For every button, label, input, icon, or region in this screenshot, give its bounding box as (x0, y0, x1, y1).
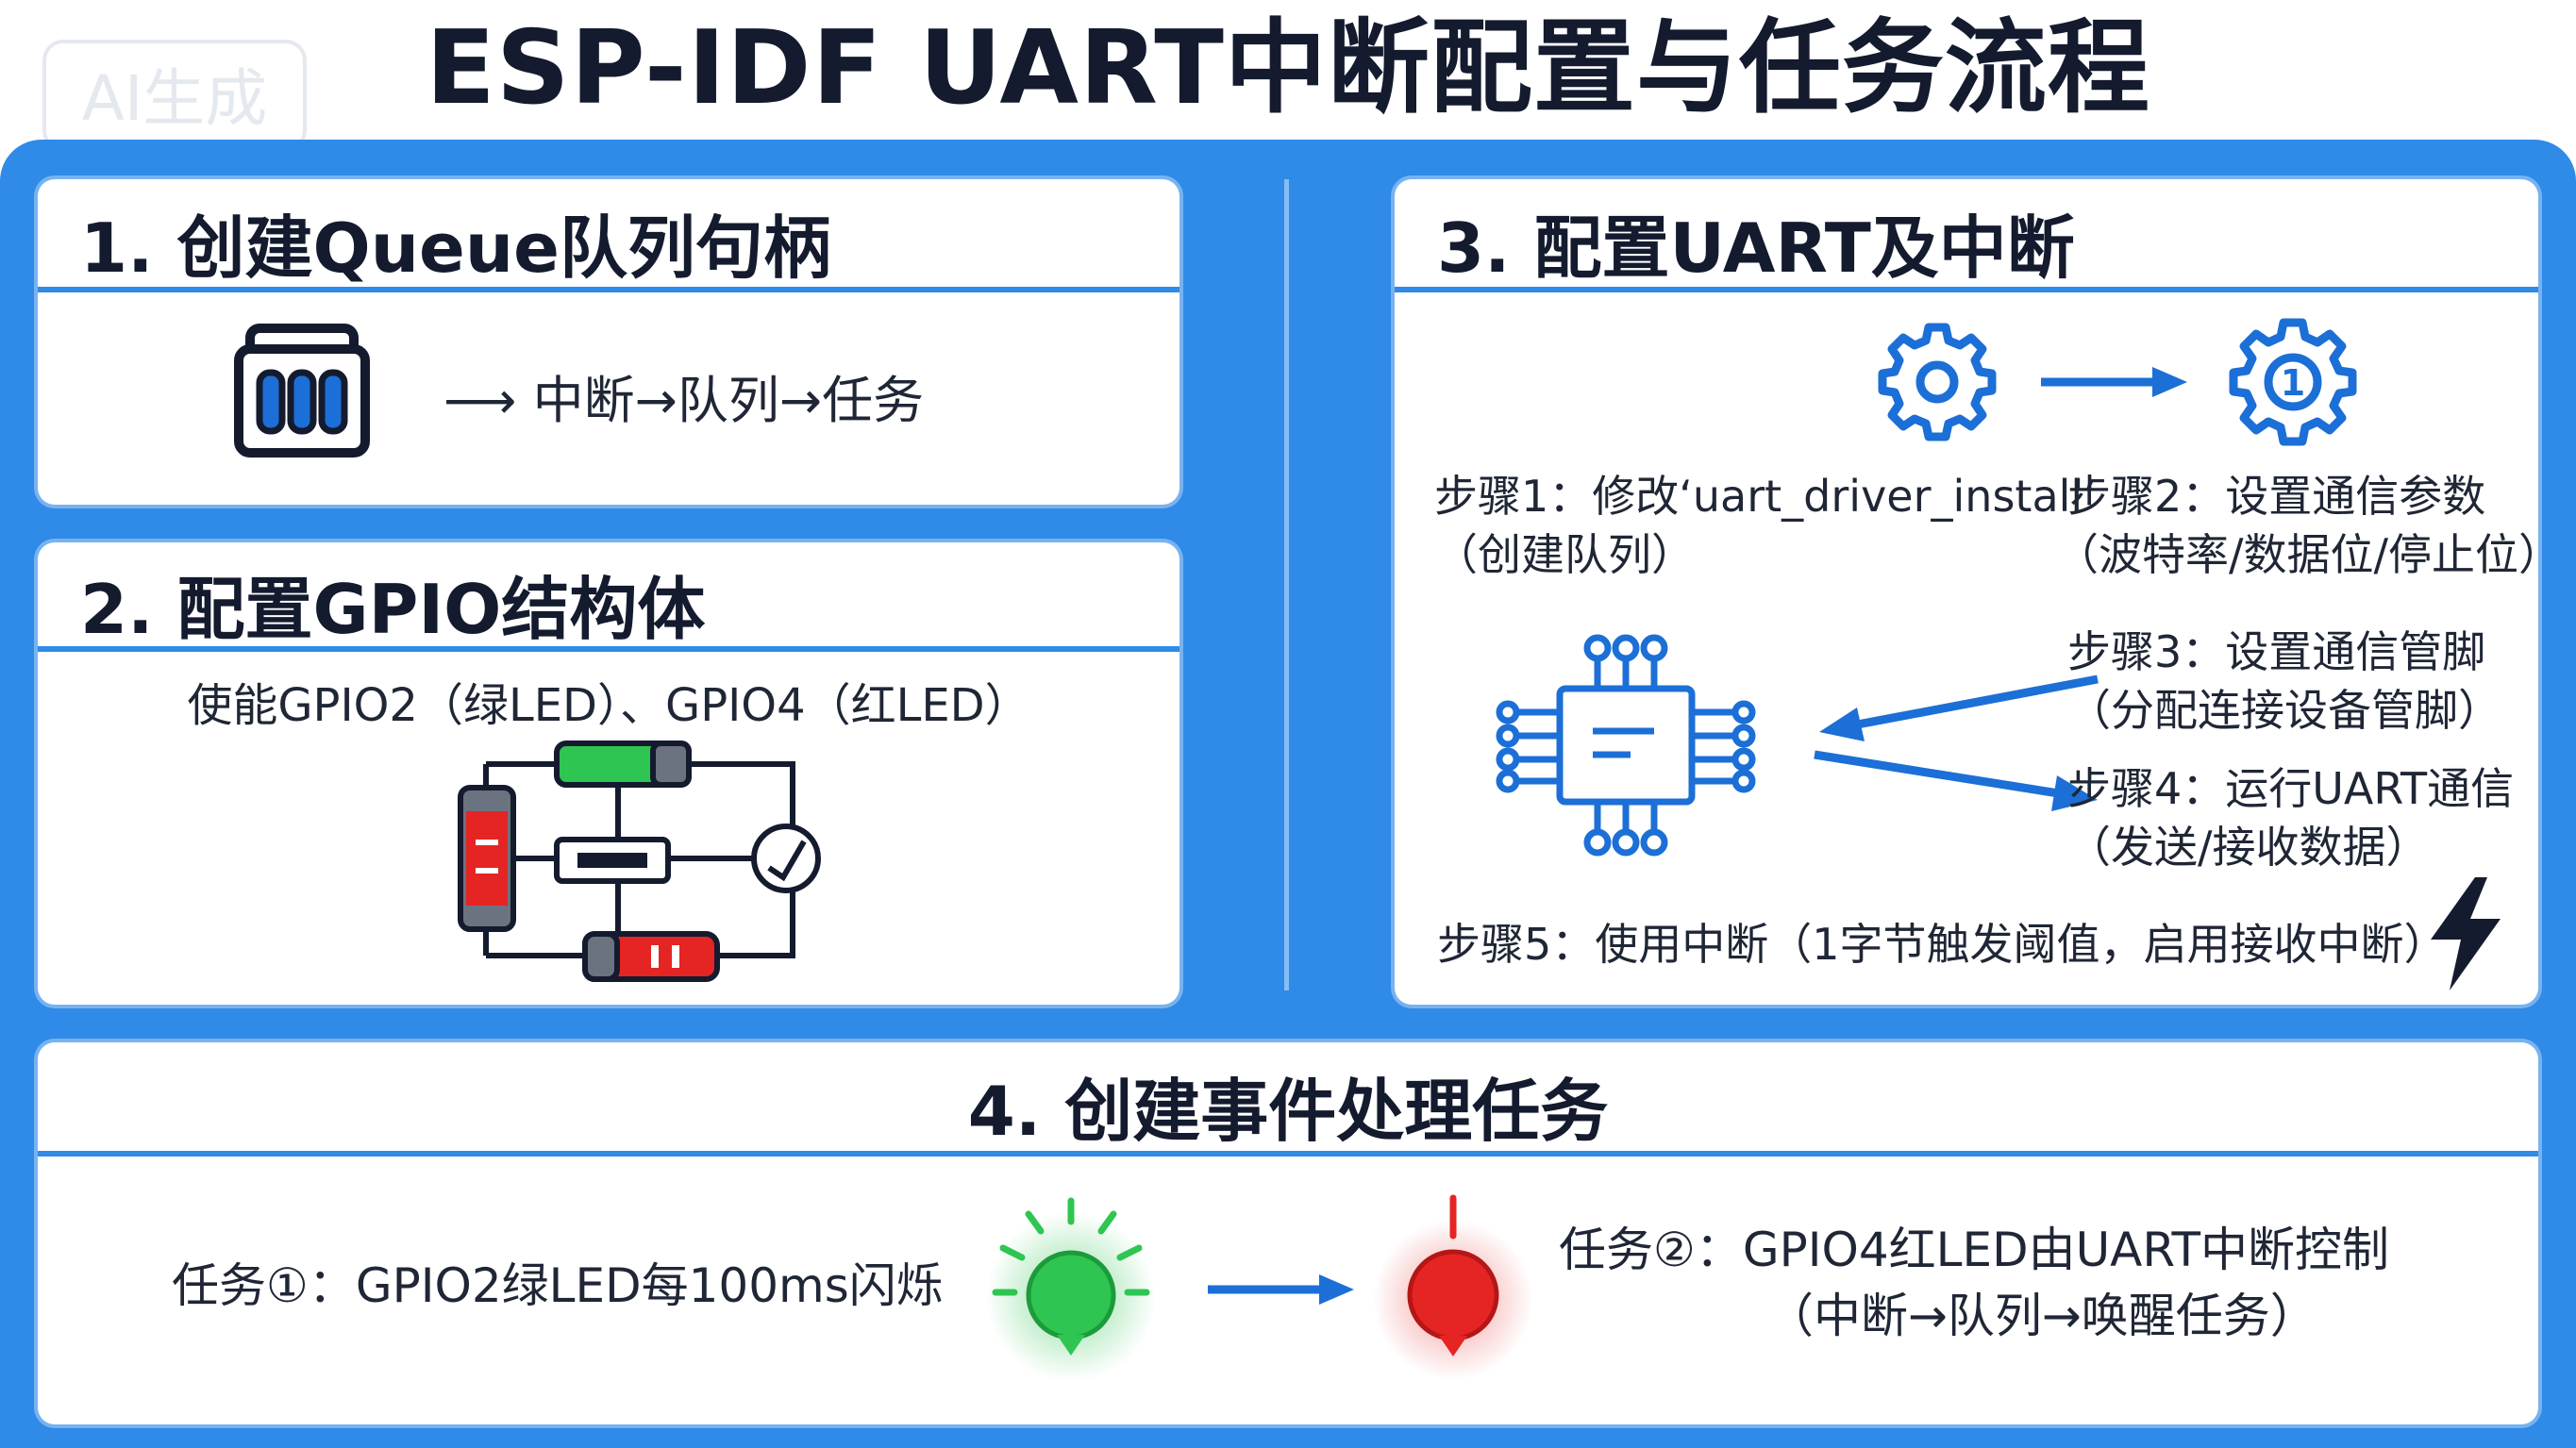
arrow-right-icon (1208, 1274, 1354, 1305)
panel-heading: 4. 创建事件处理任务 (967, 1072, 1609, 1151)
arrow-left-icon (1819, 674, 2099, 741)
panel-header: 1. 创建Queue队列句柄 (38, 179, 1179, 292)
panel-heading: 2. 配置GPIO结构体 (80, 570, 706, 649)
step3-line1: 步骤3：设置通信管脚 (2067, 626, 2486, 677)
task2-line2: （中断→队列→唤醒任务） (1766, 1289, 2317, 1343)
step3-line2: （分配连接设备管脚） (2067, 685, 2501, 736)
gear-number-icon: 1 (2229, 318, 2357, 446)
panel-header: 4. 创建事件处理任务 (38, 1042, 2538, 1157)
lightning-icon (2431, 877, 2501, 990)
step5-text: 步骤5：使用中断（1字节触发阈值，启用接收中断） (1437, 919, 2448, 970)
red-bulb-icon (1373, 1194, 1533, 1380)
queue-buffer-icon (234, 324, 370, 458)
column-divider (1284, 179, 1289, 990)
step1-line2: （创建队列） (1434, 529, 1695, 580)
gear-icon (1878, 323, 1997, 441)
panel-header: 3. 配置UART及中断 (1395, 179, 2538, 292)
arrow-right-down-icon (1814, 750, 2098, 811)
queue-flow-text: ⟶ 中断→队列→任务 (443, 371, 925, 430)
panel-configure-uart: 3. 配置UART及中断 1 步骤1：修改‘uart_driver_instal… (1395, 179, 2538, 1005)
step2-line1: 步骤2：设置通信参数 (2067, 471, 2486, 522)
svg-text:1: 1 (2281, 362, 2305, 404)
panel-create-queue: 1. 创建Queue队列句柄 ⟶ 中断→队列→任务 (38, 179, 1179, 505)
step4-line2: （发送/接收数据） (2067, 822, 2430, 873)
green-bulb-icon (986, 1197, 1156, 1382)
panel-header: 2. 配置GPIO结构体 (38, 542, 1179, 652)
chip-icon (1496, 634, 1756, 857)
gpio-subtitle: 使能GPIO2（绿LED）、GPIO4（红LED） (187, 679, 1030, 732)
page-title: ESP-IDF UART中断配置与任务流程 (426, 9, 2150, 127)
step2-line2: （波特率/数据位/停止位） (2055, 529, 2538, 580)
panel-configure-gpio: 2. 配置GPIO结构体 使能GPIO2（绿LED）、GPIO4（红LED） (38, 542, 1179, 1005)
panel-create-task: 4. 创建事件处理任务 任务①：GPIO2绿LED每100ms闪烁 (38, 1042, 2538, 1424)
step1-line1: 步骤1：修改‘uart_driver_install’ (1434, 471, 2097, 522)
task2-line1: 任务②：GPIO4红LED由UART中断控制 (1559, 1223, 2390, 1277)
panel-heading: 3. 配置UART及中断 (1437, 208, 2075, 288)
step4-line1: 步骤4：运行UART通信 (2067, 763, 2515, 814)
arrow-right-icon (2041, 367, 2187, 397)
panel-heading: 1. 创建Queue队列句柄 (80, 208, 831, 288)
circuit-icon (458, 741, 821, 982)
task1-text: 任务①：GPIO2绿LED每100ms闪烁 (172, 1258, 944, 1313)
